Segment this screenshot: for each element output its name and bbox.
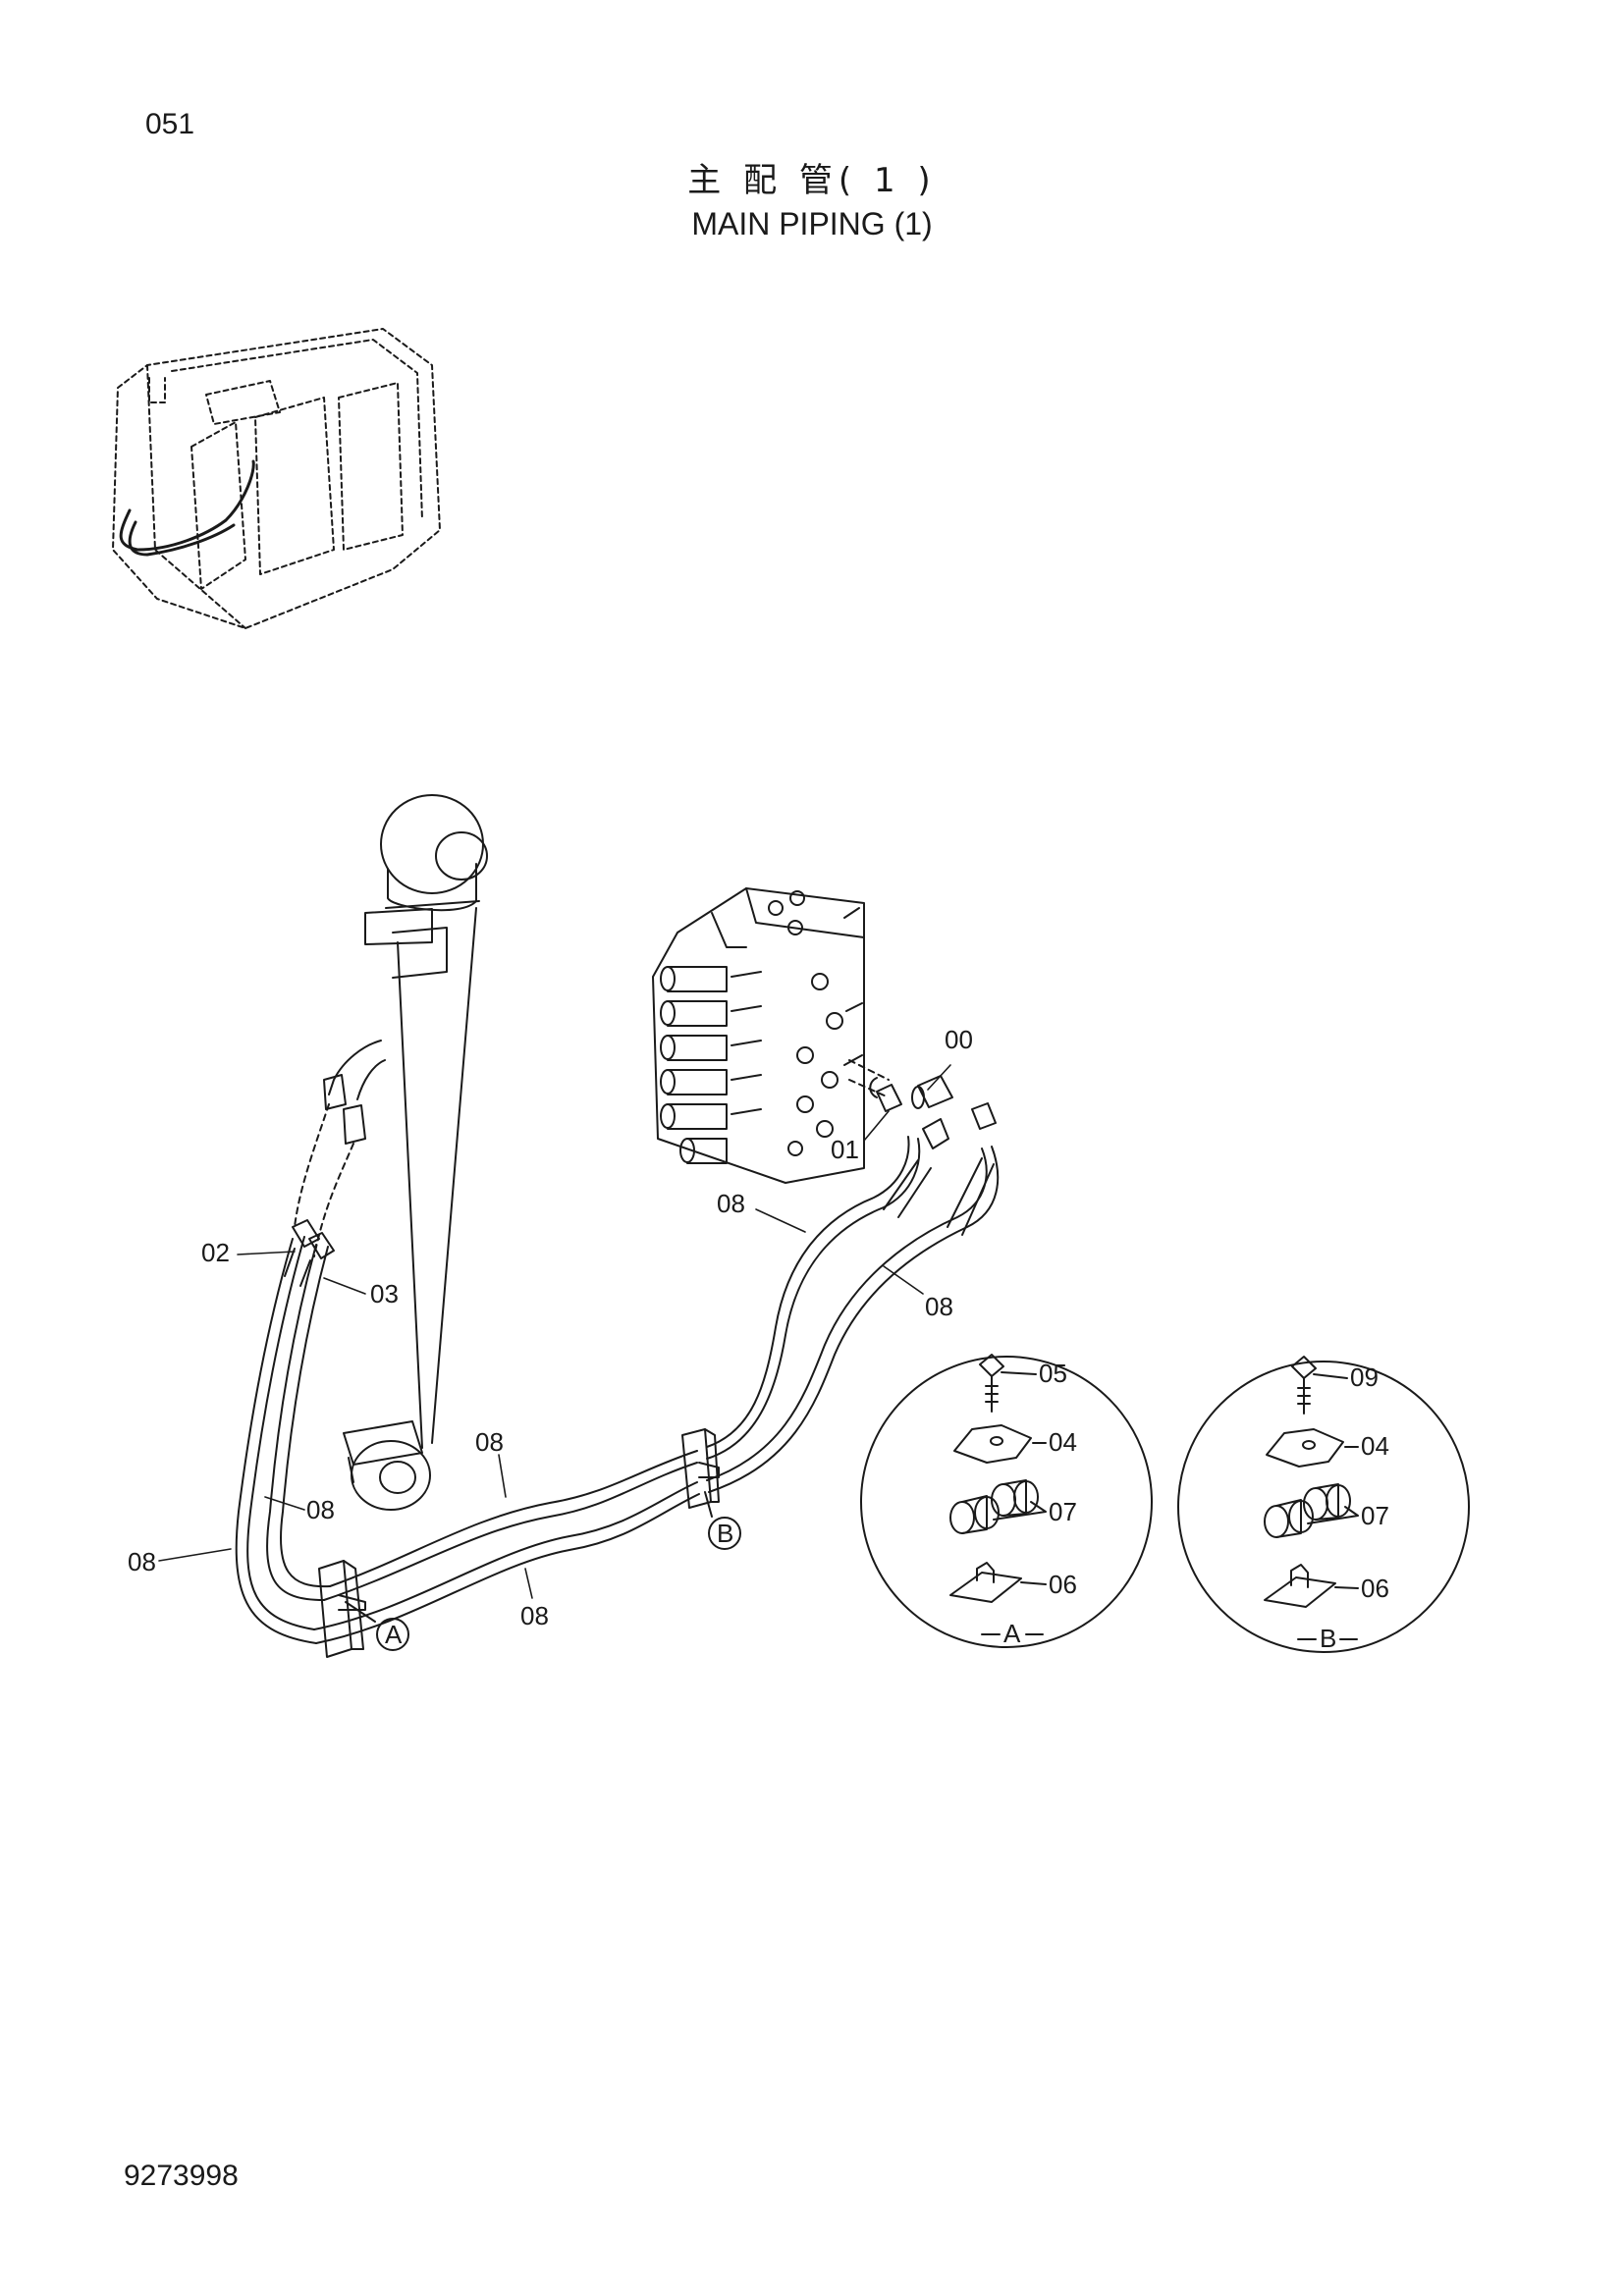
- callout-08: 08: [306, 1495, 335, 1524]
- callout-08: 08: [925, 1292, 953, 1321]
- detail-a-part-04: 04: [1049, 1427, 1077, 1457]
- hose-08-set: [235, 1102, 1000, 1644]
- cylinder-fittings: [294, 1040, 386, 1257]
- callout-08: 08: [717, 1189, 745, 1218]
- section-marker-a: [345, 1601, 409, 1651]
- section-marker-b-label: B: [717, 1519, 733, 1548]
- hose-end-fittings: [284, 1219, 335, 1287]
- detail-b-label: B: [1320, 1624, 1336, 1653]
- overview-hose-route: [119, 459, 255, 557]
- callout-08: 08: [128, 1547, 156, 1576]
- callout-01: 01: [831, 1135, 859, 1164]
- detail-a-label: A: [1003, 1619, 1021, 1648]
- detail-a: [860, 1354, 1153, 1648]
- control-valve: [652, 887, 890, 1184]
- detail-a-part-05: 05: [1039, 1359, 1067, 1388]
- title-japanese: 主 配 管( 1 ): [687, 161, 937, 200]
- callout-02: 02: [201, 1238, 230, 1267]
- clamp-a: [318, 1560, 366, 1658]
- excavator-overview-illustration: [112, 328, 441, 629]
- fitting-00: [911, 1075, 953, 1109]
- fitting-01: [869, 1077, 902, 1112]
- callout-08: 08: [475, 1427, 504, 1457]
- detail-b-part-04: 04: [1361, 1431, 1389, 1461]
- callout-labels: 00 01 02 03 08 08 08 08 08 08 A B 05 04 …: [128, 1025, 1389, 1653]
- callout-03: 03: [370, 1279, 399, 1308]
- detail-b-part-09: 09: [1350, 1362, 1379, 1392]
- drawing-number: 9273998: [124, 2160, 239, 2192]
- callout-00: 00: [945, 1025, 973, 1054]
- page-number: 051: [145, 108, 195, 140]
- callout-08: 08: [520, 1601, 549, 1630]
- detail-b-part-07: 07: [1361, 1501, 1389, 1530]
- detail-a-part-07: 07: [1049, 1497, 1077, 1526]
- title-english: MAIN PIPING (1): [691, 206, 933, 241]
- leader-lines: [158, 1064, 951, 1599]
- section-marker-b: [704, 1491, 741, 1550]
- detail-a-part-06: 06: [1049, 1570, 1077, 1599]
- detail-b: [1177, 1356, 1470, 1653]
- boom-cylinder: [343, 794, 488, 1511]
- clamp-b: [681, 1428, 720, 1509]
- detail-b-part-06: 06: [1361, 1574, 1389, 1603]
- section-marker-a-label: A: [385, 1620, 403, 1649]
